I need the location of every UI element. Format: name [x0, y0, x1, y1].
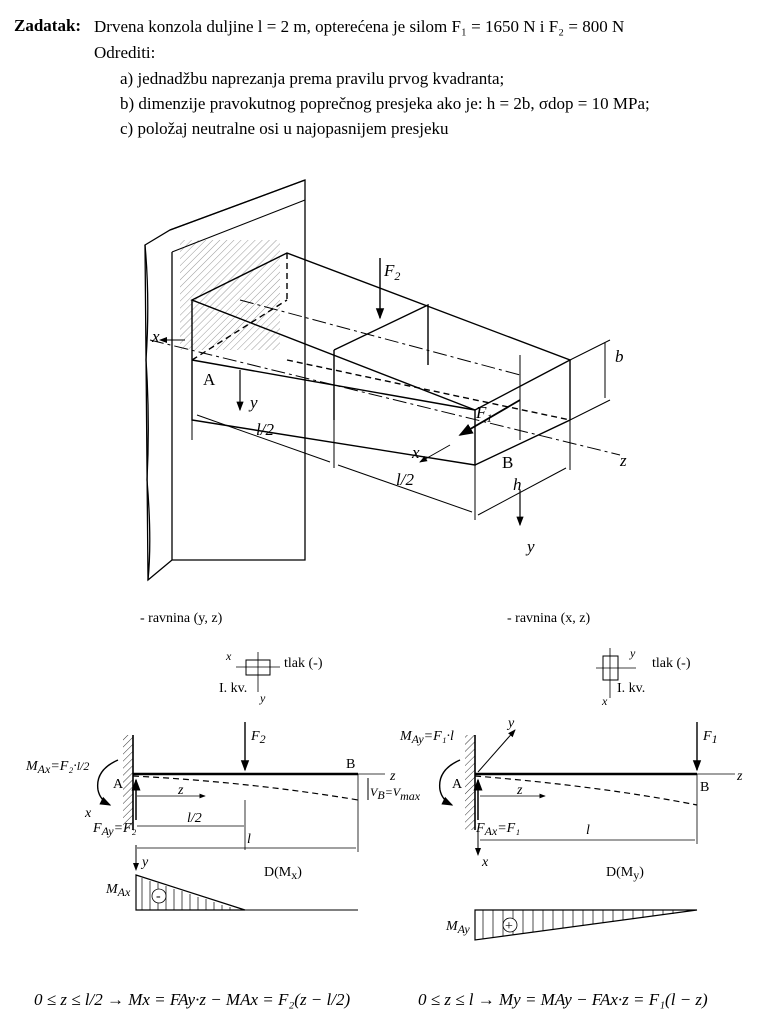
left-plane-diagram [96, 652, 385, 911]
iso-point-b: B [502, 453, 513, 472]
left-plane-title: - ravnina (y, z) [140, 611, 223, 626]
left-point-a: A [113, 777, 124, 792]
right-diagram-m-ay: MAy [445, 919, 470, 936]
right-x-down: x [481, 855, 489, 870]
left-l-dim: l [247, 832, 251, 847]
force-f1-arrow [458, 399, 521, 436]
left-vb-label: VB=Vmax [370, 785, 421, 803]
right-y-axis: y [506, 716, 515, 731]
left-l-half-dim: l/2 [187, 811, 202, 826]
iso-y-label-a: y [248, 393, 258, 412]
left-kv: I. kv. [219, 681, 247, 696]
right-tlak: tlak (-) [652, 656, 691, 671]
left-point-b: B [346, 757, 355, 772]
iso-y-label-b: y [525, 537, 535, 556]
left-diagram-title: D(Mx) [264, 865, 302, 882]
right-l-dim: l [586, 823, 590, 838]
right-kv: I. kv. [617, 681, 645, 696]
left-f-ay-label: FAy=F₂ [92, 821, 137, 838]
left-y-down: y [140, 855, 149, 870]
right-z-dim: z [516, 783, 523, 798]
right-cs-x: x [601, 694, 608, 708]
left-cs-x: x [225, 649, 232, 663]
left-z-axis: z [389, 769, 396, 784]
iso-x-label-b: x [411, 443, 420, 462]
iso-x-label-a: x [151, 327, 160, 346]
task-label: Zadatak: [14, 16, 82, 35]
iso-f1-label: F1 [475, 403, 492, 425]
iso-b-label: b [615, 347, 624, 366]
left-tlak: tlak (-) [284, 656, 323, 671]
left-f2-label: F2 [250, 729, 266, 746]
right-m-ay-label: MAy=F₁·l [399, 729, 454, 746]
iso-f2-label: F2 [383, 261, 400, 283]
right-cs-y: y [629, 646, 636, 660]
iso-z-label: z [619, 451, 627, 470]
task-item-b: b) dimenzije pravokutnog poprečnog presj… [120, 94, 650, 113]
right-diagram-title: D(My) [606, 865, 644, 882]
task-line-2: Odrediti: [94, 43, 156, 62]
iso-l-half-2: l/2 [396, 470, 414, 489]
right-diagram-sign: + [505, 919, 513, 934]
task-item-c: c) položaj neutralne osi u najopasnijem … [120, 119, 449, 138]
iso-point-a: A [203, 370, 216, 389]
formula-right: 0 ≤ z ≤ l → My = MAy − FAx·z = F₁(l − z) [418, 990, 708, 1009]
formula-left: 0 ≤ z ≤ l/2 → Mx = FAy·z − MAx = F₂(z − … [34, 990, 350, 1009]
iso-h-label: h [513, 475, 522, 494]
left-diagram-m-ax: MAx [105, 882, 131, 899]
left-cs-y: y [259, 691, 266, 705]
right-point-b: B [700, 780, 709, 795]
right-plane-title: - ravnina (x, z) [507, 611, 591, 626]
task-line-1: Drvena konzola duljine l = 2 m, optereće… [94, 17, 625, 36]
task-item-a: a) jednadžbu naprezanja prema pravilu pr… [120, 69, 505, 88]
right-z-axis: z [736, 769, 743, 784]
left-z-dim: z [177, 783, 184, 798]
iso-l-half-1: l/2 [256, 420, 274, 439]
left-x-label: x [84, 806, 92, 821]
right-f-ax-label: FAx=F₁ [475, 821, 520, 838]
right-plane-diagram [438, 648, 735, 941]
left-diagram-sign: - [156, 889, 161, 904]
left-m-ax-label: MAx=F₂·l/2 [25, 759, 89, 776]
right-point-a: A [452, 777, 463, 792]
right-f1-label: F1 [702, 729, 718, 746]
